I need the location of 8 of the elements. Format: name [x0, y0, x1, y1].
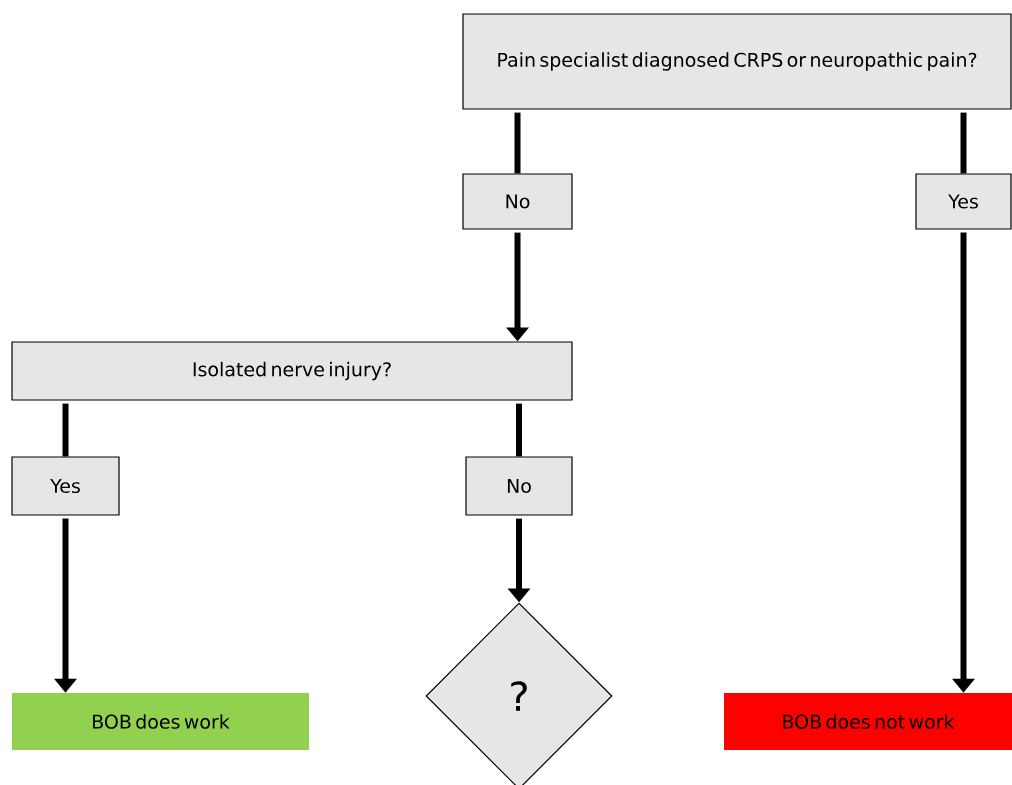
result-box: BOB does work — [12, 693, 309, 750]
decision-box: No — [465, 456, 573, 516]
result-box: BOB does not work — [724, 693, 1012, 750]
decision-box: Pain specialist diagnosed CRPS or neuropathic pain? — [462, 13, 1012, 110]
decision-box: No — [462, 173, 573, 230]
decision-box: Isolated nerve injury? — [11, 341, 573, 401]
decision-box: Yes — [11, 456, 120, 516]
decision-box: Yes — [915, 173, 1012, 230]
